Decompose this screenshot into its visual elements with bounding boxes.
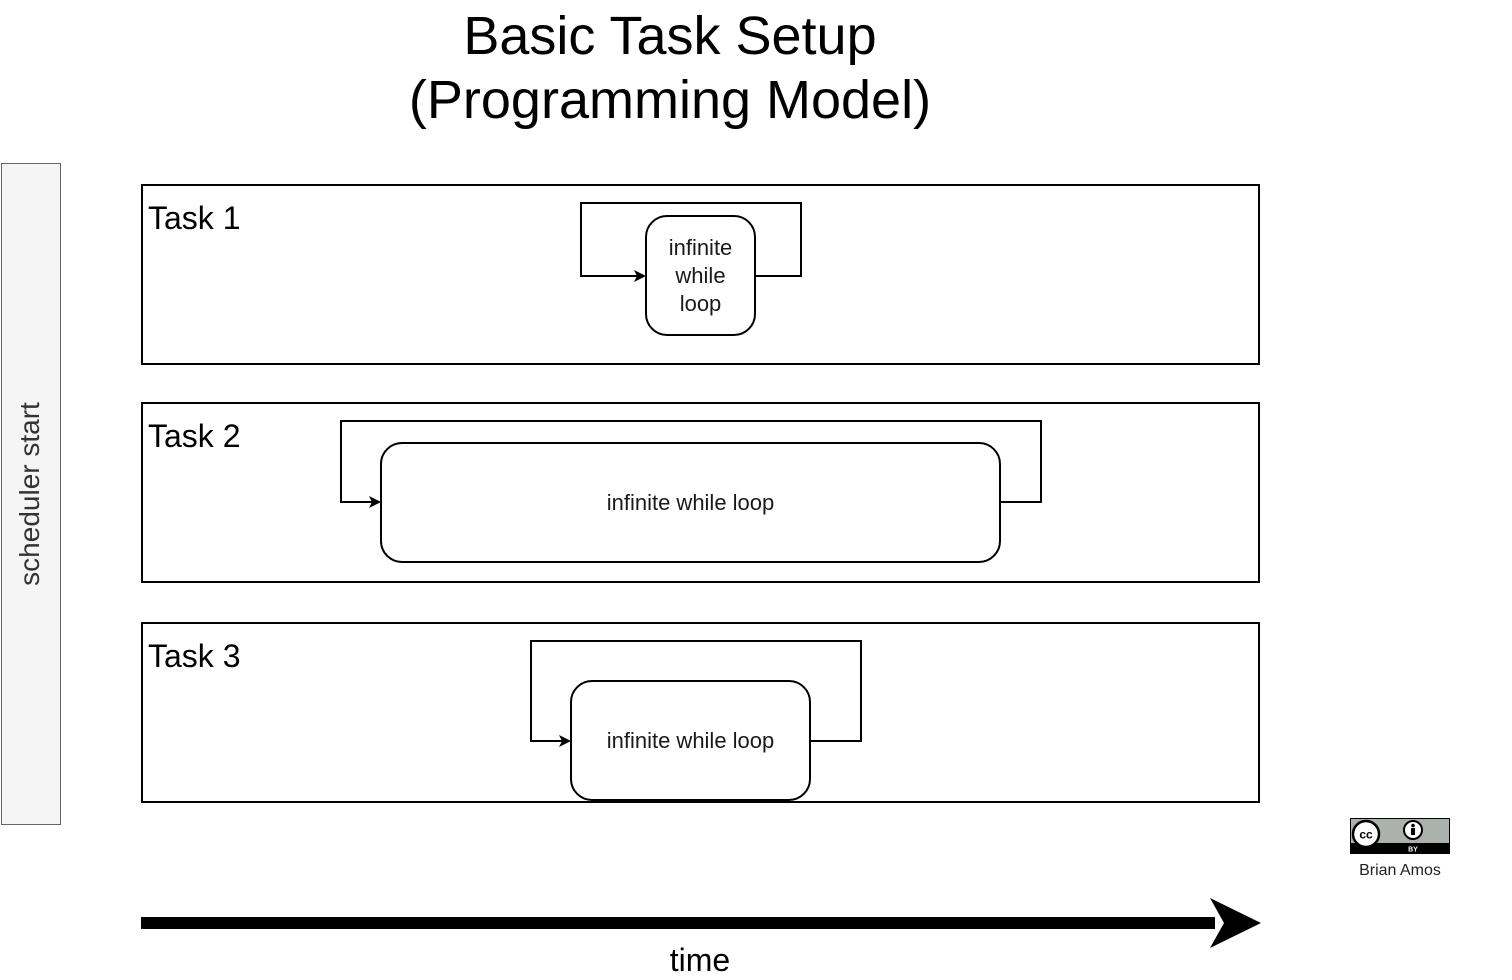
task-1-loop-line-3: loop (679, 290, 722, 316)
task-1-loop-box: infinite while loop (645, 215, 756, 336)
task-3-loop-text: infinite while loop (606, 727, 775, 753)
task-3-lane: Task 3 (141, 622, 1260, 803)
cc-icon: cc (1351, 819, 1381, 849)
scheduler-start-bar (1, 163, 61, 825)
diagram-title: Basic Task Setup (Programming Model) (370, 4, 970, 132)
time-axis-label: time (669, 942, 731, 978)
task-1-loop-line-2: while (675, 262, 726, 288)
task-1-loop-arrow (580, 202, 802, 282)
time-axis-arrowhead (1210, 898, 1261, 948)
task-1-loop-line-1: infinite (668, 234, 733, 260)
task-2-label: Task 2 (148, 418, 241, 454)
task-2-loop-text: infinite while loop (606, 489, 775, 515)
task-3-loop-box: infinite while loop (570, 680, 811, 801)
author-credit: Brian Amos (1359, 862, 1441, 879)
title-line-2: (Programming Model) (408, 70, 932, 130)
title-line-1: Basic Task Setup (463, 6, 877, 66)
task-1-label: Task 1 (148, 200, 241, 236)
task-3-label: Task 3 (148, 638, 241, 674)
by-attribution-icon (1403, 820, 1423, 840)
task-2-lane: Task 2 (141, 402, 1260, 583)
task-2-loop-arrow (340, 420, 1042, 508)
task-1-lane: Task 1 (141, 184, 1260, 365)
task-3-loop-arrow (530, 640, 862, 747)
svg-text:cc: cc (1359, 828, 1373, 842)
cc-by-text: BY (1408, 847, 1418, 854)
cc-by-license-badge: cc BY (1350, 818, 1450, 854)
task-2-loop-box: infinite while loop (380, 442, 1001, 563)
